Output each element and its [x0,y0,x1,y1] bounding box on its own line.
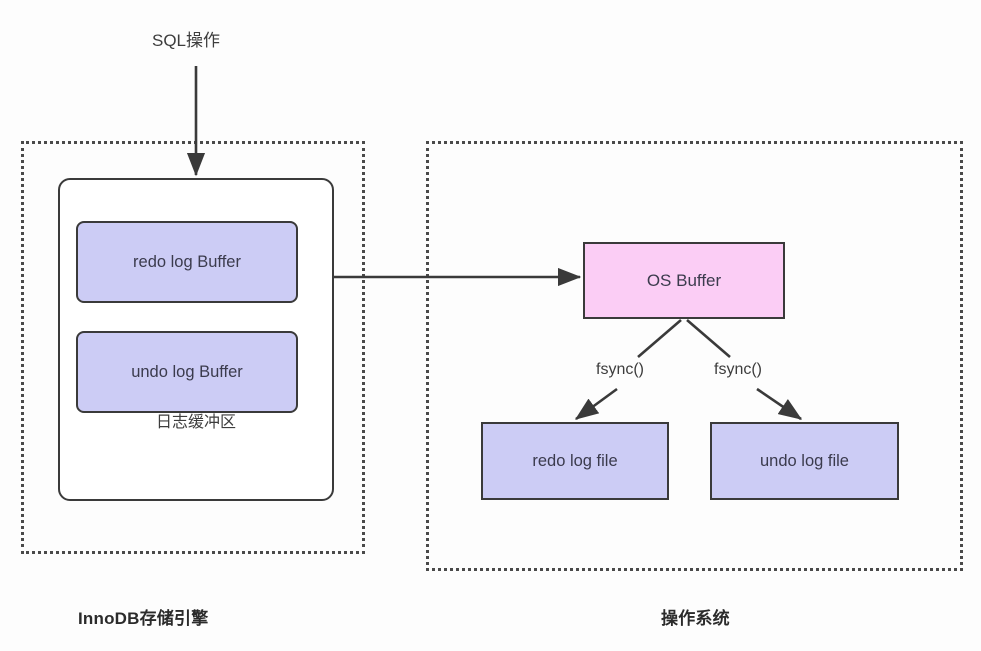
undo-log-buffer-node[interactable]: undo log Buffer [76,331,298,413]
undo-log-file-label: undo log file [760,451,849,470]
innodb-group-container [21,141,365,554]
os-buffer-label: OS Buffer [646,270,722,290]
log-buffer-area-label: 日志缓冲区 [155,414,236,431]
fsync-right-label: fsync() [714,361,762,378]
innodb-group-caption: InnoDB存储引擎 [78,609,209,628]
redo-log-buffer-node[interactable]: redo log Buffer [76,221,298,303]
os-group-caption: 操作系统 [661,609,730,628]
redo-log-file-node[interactable]: redo log file [481,422,669,500]
redo-log-buffer-label: redo log Buffer [133,252,241,271]
os-buffer-node[interactable]: OS Buffer [583,242,785,319]
os-group-container [426,141,963,571]
redo-log-file-label: redo log file [532,451,618,470]
fsync-left-label: fsync() [596,361,644,378]
sql-operation-label: SQL操作 [152,31,221,50]
undo-log-file-node[interactable]: undo log file [710,422,899,500]
undo-log-buffer-label: undo log Buffer [131,362,243,381]
